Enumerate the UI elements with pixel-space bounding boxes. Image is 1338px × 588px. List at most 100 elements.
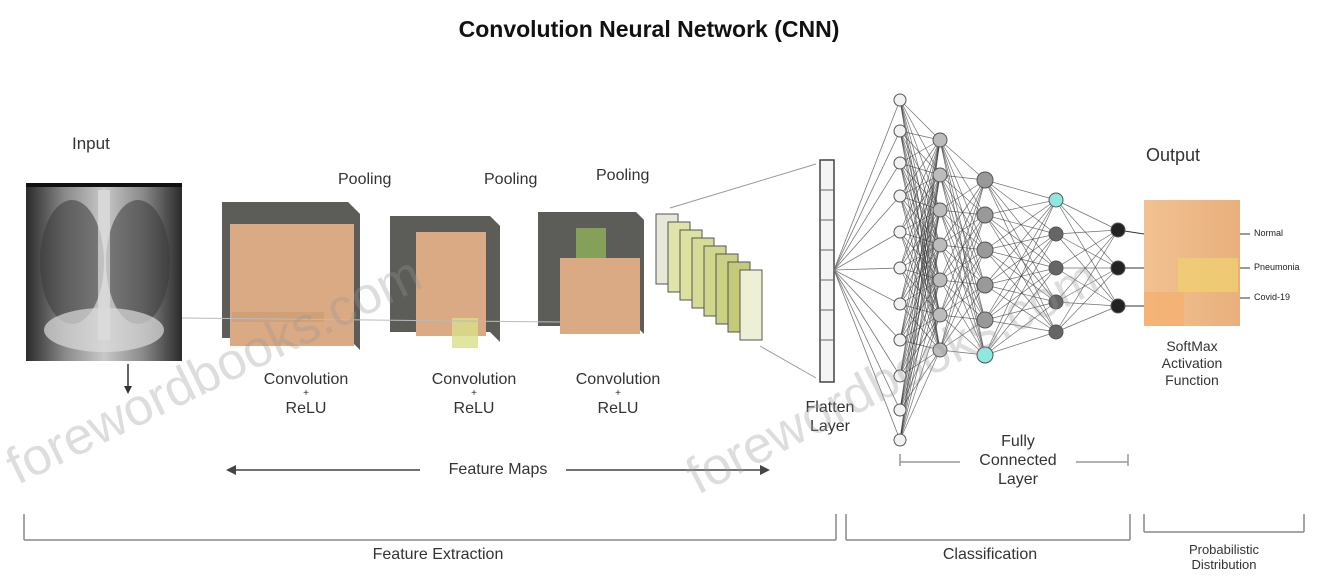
flatten-edge <box>833 231 901 271</box>
flatten-edge <box>833 269 901 441</box>
input-label: Input <box>72 134 110 153</box>
network-edge <box>984 214 1057 235</box>
network-node <box>893 93 907 107</box>
flatten-edge <box>833 269 901 411</box>
probabilistic-distribution-label: Probabilistic Distribution <box>1160 542 1288 572</box>
feature-extraction-bracket <box>23 514 837 541</box>
network-edge <box>1055 199 1119 231</box>
network-node <box>932 307 948 323</box>
pooling-label-1: Pooling <box>338 171 392 188</box>
softmax-line1: SoftMax <box>1166 338 1218 354</box>
network-edge <box>1055 301 1119 307</box>
network-edge <box>899 139 941 377</box>
network-edge <box>984 233 1057 356</box>
conv-relu-label-3: Convolution + ReLU <box>548 370 688 418</box>
input-xray-image <box>26 183 182 361</box>
projection-line-bottom <box>759 345 817 379</box>
network-node <box>932 237 948 253</box>
network-node <box>976 276 994 294</box>
flatten-edge <box>833 162 901 271</box>
network-node <box>893 124 907 138</box>
network-edge <box>1055 199 1119 307</box>
network-node <box>1048 226 1064 242</box>
network-node <box>976 241 994 259</box>
flatten-line2: Layer <box>809 418 851 435</box>
network-edge <box>1055 233 1119 269</box>
network-edge <box>899 139 941 411</box>
feature-maps-arrow <box>226 465 770 475</box>
network-node <box>893 297 907 311</box>
network-edge <box>939 179 986 281</box>
conv-label-2-line3: ReLU <box>453 400 495 417</box>
flatten-edge <box>833 99 901 271</box>
input-arrow-head <box>124 386 132 394</box>
network-edge <box>899 99 941 351</box>
fc-line1: Fully <box>1001 433 1035 450</box>
conv-label-3-line3: ReLU <box>597 400 639 417</box>
network-edge <box>899 349 941 441</box>
network-edge <box>899 139 941 441</box>
network-edge <box>939 284 986 351</box>
network-edge <box>984 199 1057 216</box>
network-edge <box>899 139 941 197</box>
flatten-edge <box>833 269 901 341</box>
flatten-edge <box>833 195 901 271</box>
network-node <box>976 171 994 189</box>
network-edge <box>899 139 941 164</box>
network-edge <box>984 199 1057 321</box>
conv-label-1-line2: + <box>303 388 309 399</box>
output-label: Output <box>1146 145 1201 165</box>
conv-label-3-line1: Convolution <box>575 371 661 388</box>
network-edge <box>939 179 986 351</box>
network-node <box>976 346 994 364</box>
network-edge <box>939 139 986 181</box>
network-edge <box>984 199 1057 356</box>
network-edge <box>984 214 1057 269</box>
network-edge <box>899 174 941 441</box>
flatten-edge <box>833 267 901 271</box>
feature-map-3 <box>538 212 644 334</box>
network-node <box>932 272 948 288</box>
flatten-layer-bar <box>819 159 835 383</box>
network-edge <box>984 319 1057 333</box>
network-edge <box>1055 199 1119 269</box>
network-edge <box>899 139 941 233</box>
class-label-pneumonia: Pneumonia <box>1254 262 1300 272</box>
network-node <box>932 342 948 358</box>
fc-line3: Layer <box>997 471 1039 488</box>
network-edge <box>939 214 986 351</box>
network-node <box>893 403 907 417</box>
network-edge <box>1055 267 1119 307</box>
prob-line1: Probabilistic <box>1188 542 1260 557</box>
network-node <box>1048 324 1064 340</box>
network-connections <box>833 99 1145 441</box>
conv-label-3-line2: + <box>615 388 621 399</box>
feature-map-2 <box>390 216 500 348</box>
network-edge <box>984 249 1057 269</box>
network-edge <box>984 179 1057 333</box>
network-nodes <box>893 93 1126 447</box>
network-edge <box>984 284 1057 333</box>
feature-maps-label: Feature Maps <box>448 461 548 478</box>
network-edge <box>1055 229 1119 333</box>
conv-label-1-line1: Convolution <box>263 371 349 388</box>
network-edge <box>1055 305 1119 333</box>
network-node <box>1048 294 1064 310</box>
network-edge <box>939 179 986 211</box>
network-node <box>893 156 907 170</box>
network-node <box>893 261 907 275</box>
feature-map-1 <box>222 202 360 350</box>
fc-line2: Connected <box>979 452 1057 469</box>
network-edge <box>1055 233 1119 307</box>
connector-line <box>181 317 561 323</box>
diagram-title: Convolution Neural Network (CNN) <box>458 16 840 42</box>
conv-relu-label-1: Convolution + ReLU <box>236 370 376 418</box>
network-edge <box>1055 229 1119 303</box>
network-edge <box>899 314 941 441</box>
network-node <box>893 369 907 383</box>
projection-line-top <box>669 163 817 209</box>
network-edge <box>939 249 986 351</box>
network-node <box>893 225 907 239</box>
network-edge <box>984 179 1057 235</box>
network-edge <box>984 199 1057 251</box>
